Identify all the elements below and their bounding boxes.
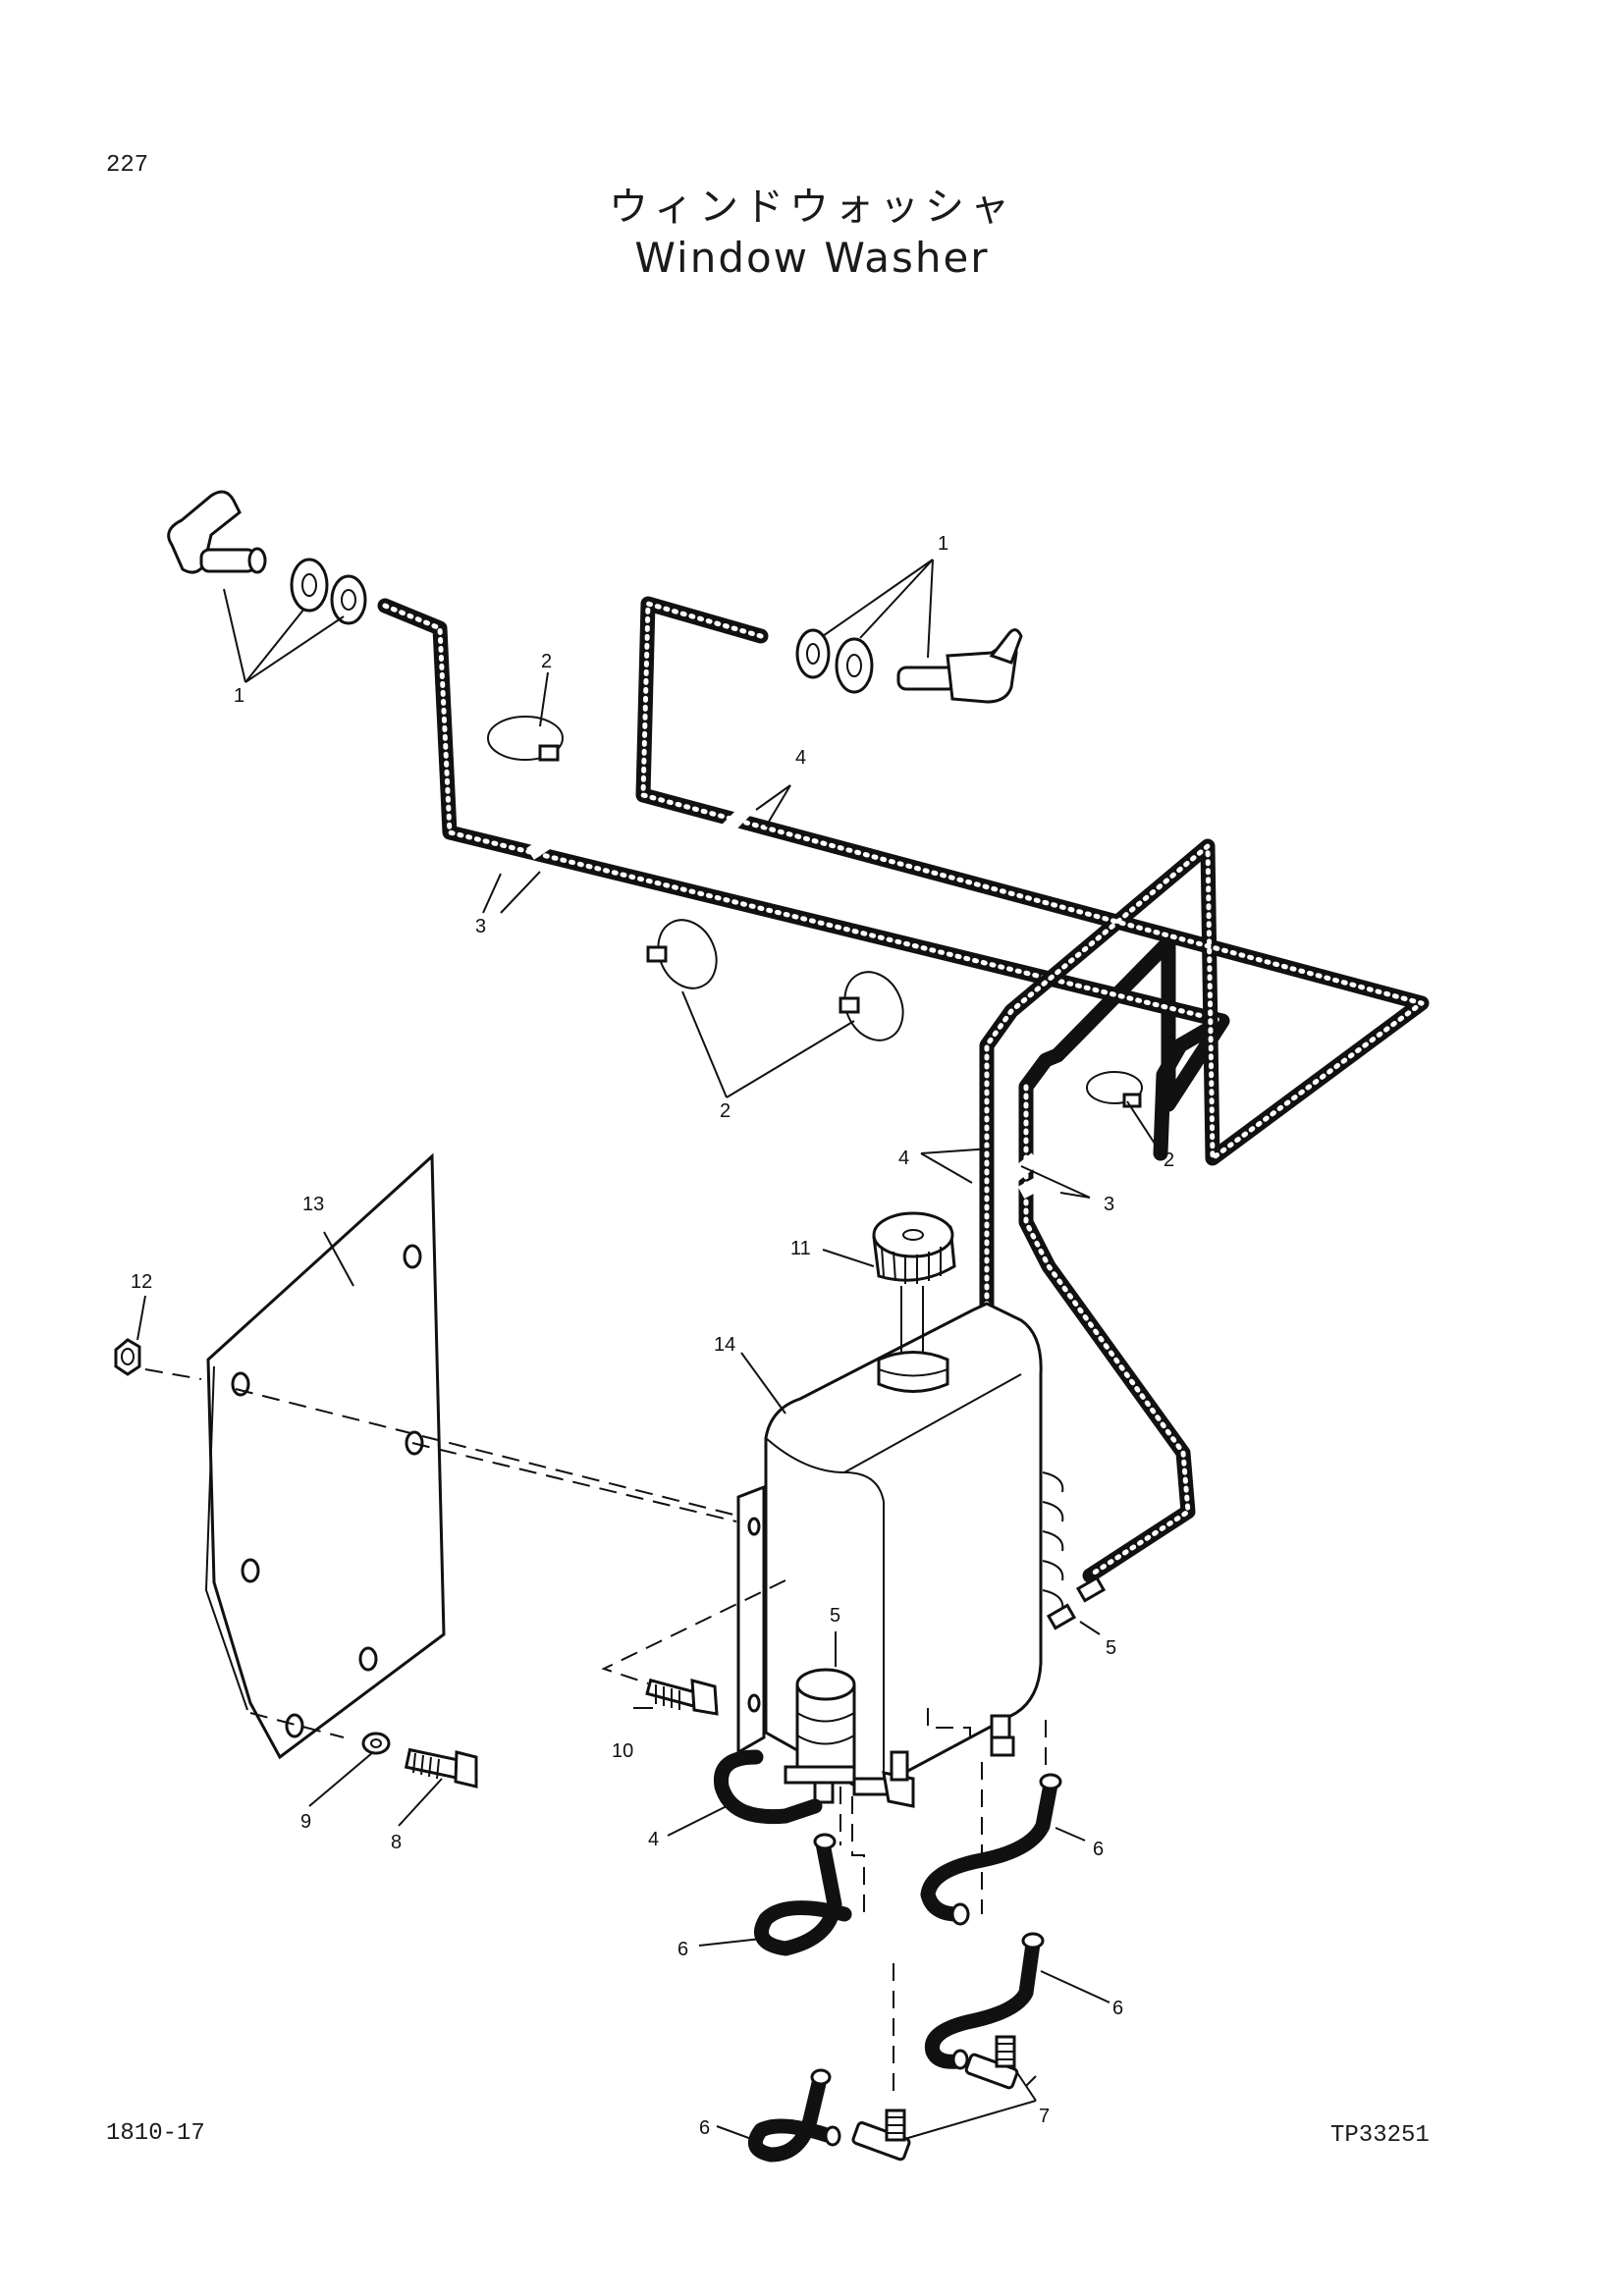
callout-3-right: 3: [1104, 1194, 1114, 1215]
washer-pump-side: [1046, 1575, 1107, 1630]
hose-6-d: [747, 2068, 841, 2163]
hose-6-a: [754, 1833, 852, 1956]
callout-3-left: 3: [475, 916, 486, 937]
document-code: 1810-17: [106, 2120, 205, 2147]
callouts: 1 1 2 2 2 3 3 4 4 4 5 5 6 6 6 6 7 8 9 10…: [131, 533, 1174, 2139]
callout-6-b: 6: [677, 1939, 688, 1960]
washer-hose-4: [635, 596, 1430, 1328]
callout-6-a: 6: [1093, 1839, 1104, 1860]
washer-nozzle-right: [795, 628, 1023, 704]
hose-clamp-upper: [487, 716, 564, 762]
callout-8: 8: [391, 1832, 402, 1853]
hose-clamp-right: [1086, 1071, 1143, 1108]
callout-6-c: 6: [1112, 1998, 1123, 2019]
drawing-code: TP33251: [1330, 2122, 1430, 2149]
washer-hose-3: [377, 598, 1230, 1583]
washer-9: [361, 1732, 391, 1755]
callout-5-side: 5: [1106, 1637, 1116, 1659]
tank-cap: [872, 1211, 956, 1393]
callout-2-right: 2: [1164, 1149, 1174, 1171]
fittings-on-tank: [890, 1714, 1015, 1782]
callout-12: 12: [131, 1271, 152, 1293]
callout-4-lower: 4: [648, 1829, 659, 1850]
callout-6-d: 6: [699, 2117, 710, 2139]
nut-12: [114, 1338, 141, 1376]
elbow-fitting-upper: [964, 2035, 1019, 2090]
hose-clamp-middle-left: [646, 919, 718, 989]
title-japanese: ウィンドウォッシャ: [609, 185, 1015, 230]
bolt-10: [645, 1678, 719, 1716]
callout-11: 11: [790, 1238, 811, 1259]
hose-6-b: [920, 1773, 1062, 1926]
hose-6-c: [924, 1932, 1045, 2070]
callout-5-pump: 5: [830, 1605, 840, 1627]
callout-14: 14: [714, 1334, 735, 1356]
callout-2-middle: 2: [720, 1100, 731, 1122]
callout-7: 7: [1039, 2106, 1050, 2127]
assembly-lines: [144, 1368, 1047, 2101]
washer-pump: [784, 1668, 915, 1808]
callout-1-left: 1: [234, 685, 244, 707]
mounting-bracket: [204, 1152, 446, 1760]
callout-2-upper: 2: [541, 651, 552, 672]
callout-4-upper: 4: [795, 747, 806, 769]
bolt-8: [404, 1747, 478, 1789]
title-english: Window Washer: [634, 234, 990, 282]
hose-4-lower: [713, 1749, 823, 1825]
page-number: 227: [106, 152, 149, 179]
callout-4-middle: 4: [898, 1148, 909, 1169]
hose-clamp-middle-right: [839, 971, 904, 1041]
callout-9: 9: [300, 1811, 311, 1833]
leader-lines: [136, 559, 1158, 2141]
callout-10: 10: [612, 1740, 633, 1762]
elbow-fitting-lower: [851, 2109, 911, 2162]
callout-13: 13: [302, 1194, 324, 1215]
washer-nozzle-left: [167, 490, 367, 625]
callout-1-right: 1: [938, 533, 948, 555]
